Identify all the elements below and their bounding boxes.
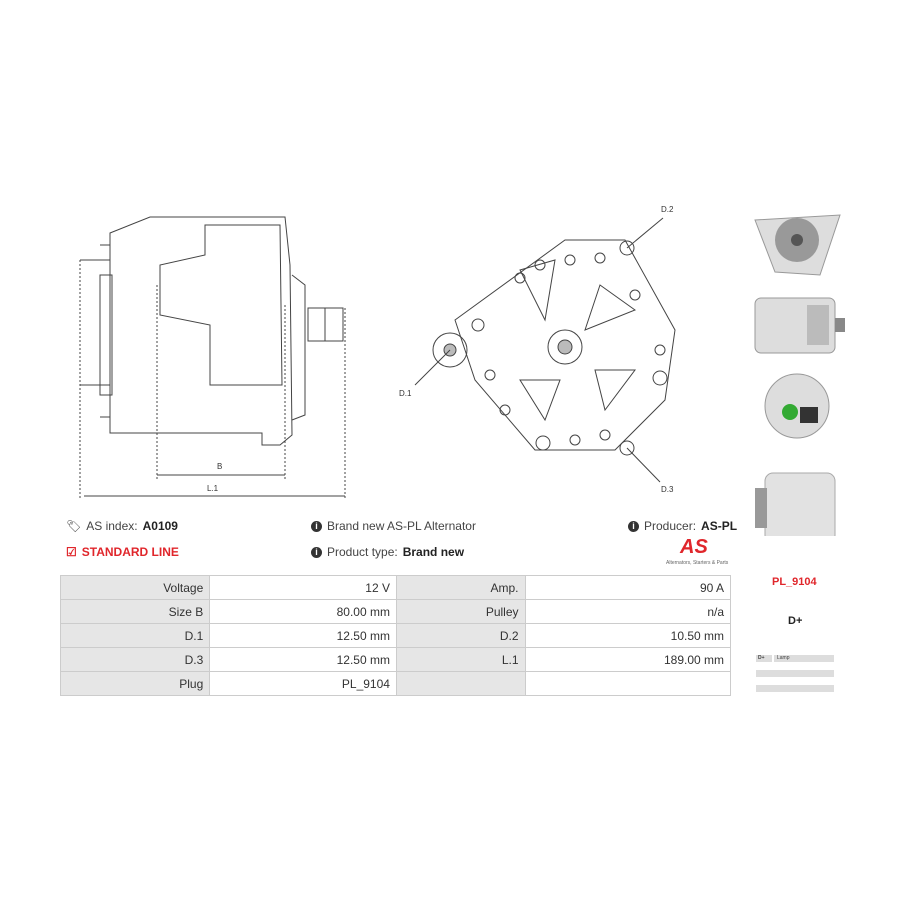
logo-tagline: Alternators, Starters & Parts [666,560,729,566]
checkbox-icon: ☑ [66,545,77,559]
spec-value: 189.00 mm [524,647,731,672]
spec-label [395,671,526,696]
spec-value: 10.50 mm [524,623,731,648]
spec-label: Size B [59,599,211,624]
wiring-terminal: D+ [756,655,774,662]
spec-label: L.1 [395,647,526,672]
wiring-row [756,670,834,677]
spec-label: Voltage [59,575,211,600]
dimension-b-label: B [217,462,223,471]
product-photo-angle [755,472,836,536]
d2-label: D.2 [661,205,674,214]
spec-value: 80.00 mm [209,599,397,624]
product-photo-side [754,297,845,354]
spec-value: 90 A [524,575,731,600]
wiring-row [756,685,834,692]
product-photo-rear [764,373,830,439]
spec-label: Pulley [395,599,526,624]
as-index: 🏷AS index:A0109 [66,519,178,533]
d3-label: D.3 [661,485,674,494]
spec-label: Amp. [395,575,526,600]
tag-icon: 🏷 [66,519,82,533]
wiring-function: Lamp [777,655,790,661]
plug-terminal: D+ [788,615,803,627]
spec-label: D.3 [59,647,211,672]
wiring-function [774,670,777,676]
alternator-front-drawing [414,217,676,483]
info-icon: i [311,546,322,558]
spec-label: D.1 [59,623,211,648]
spec-value: n/a [524,599,731,624]
plug-code: PL_9104 [772,576,817,588]
dimension-l1-label: L.1 [207,484,219,493]
info-icon: i [311,520,322,532]
alternator-side-drawing [79,216,346,500]
spec-value: PL_9104 [209,671,397,696]
spec-label: D.2 [395,623,526,648]
product-photo-front [754,214,841,276]
d1-label: D.1 [399,389,412,398]
spec-value: 12.50 mm [209,623,397,648]
spec-value: 12 V [209,575,397,600]
info-icon: i [628,520,639,532]
wiring-function [774,685,777,691]
standard-line-badge: ☑STANDARD LINE [66,545,179,559]
wiring-row: D+Lamp [756,655,834,662]
spec-value: 12.50 mm [209,647,397,672]
spec-label: Plug [59,671,211,696]
as-pl-logo: AS [680,536,708,558]
spec-value [524,671,731,696]
